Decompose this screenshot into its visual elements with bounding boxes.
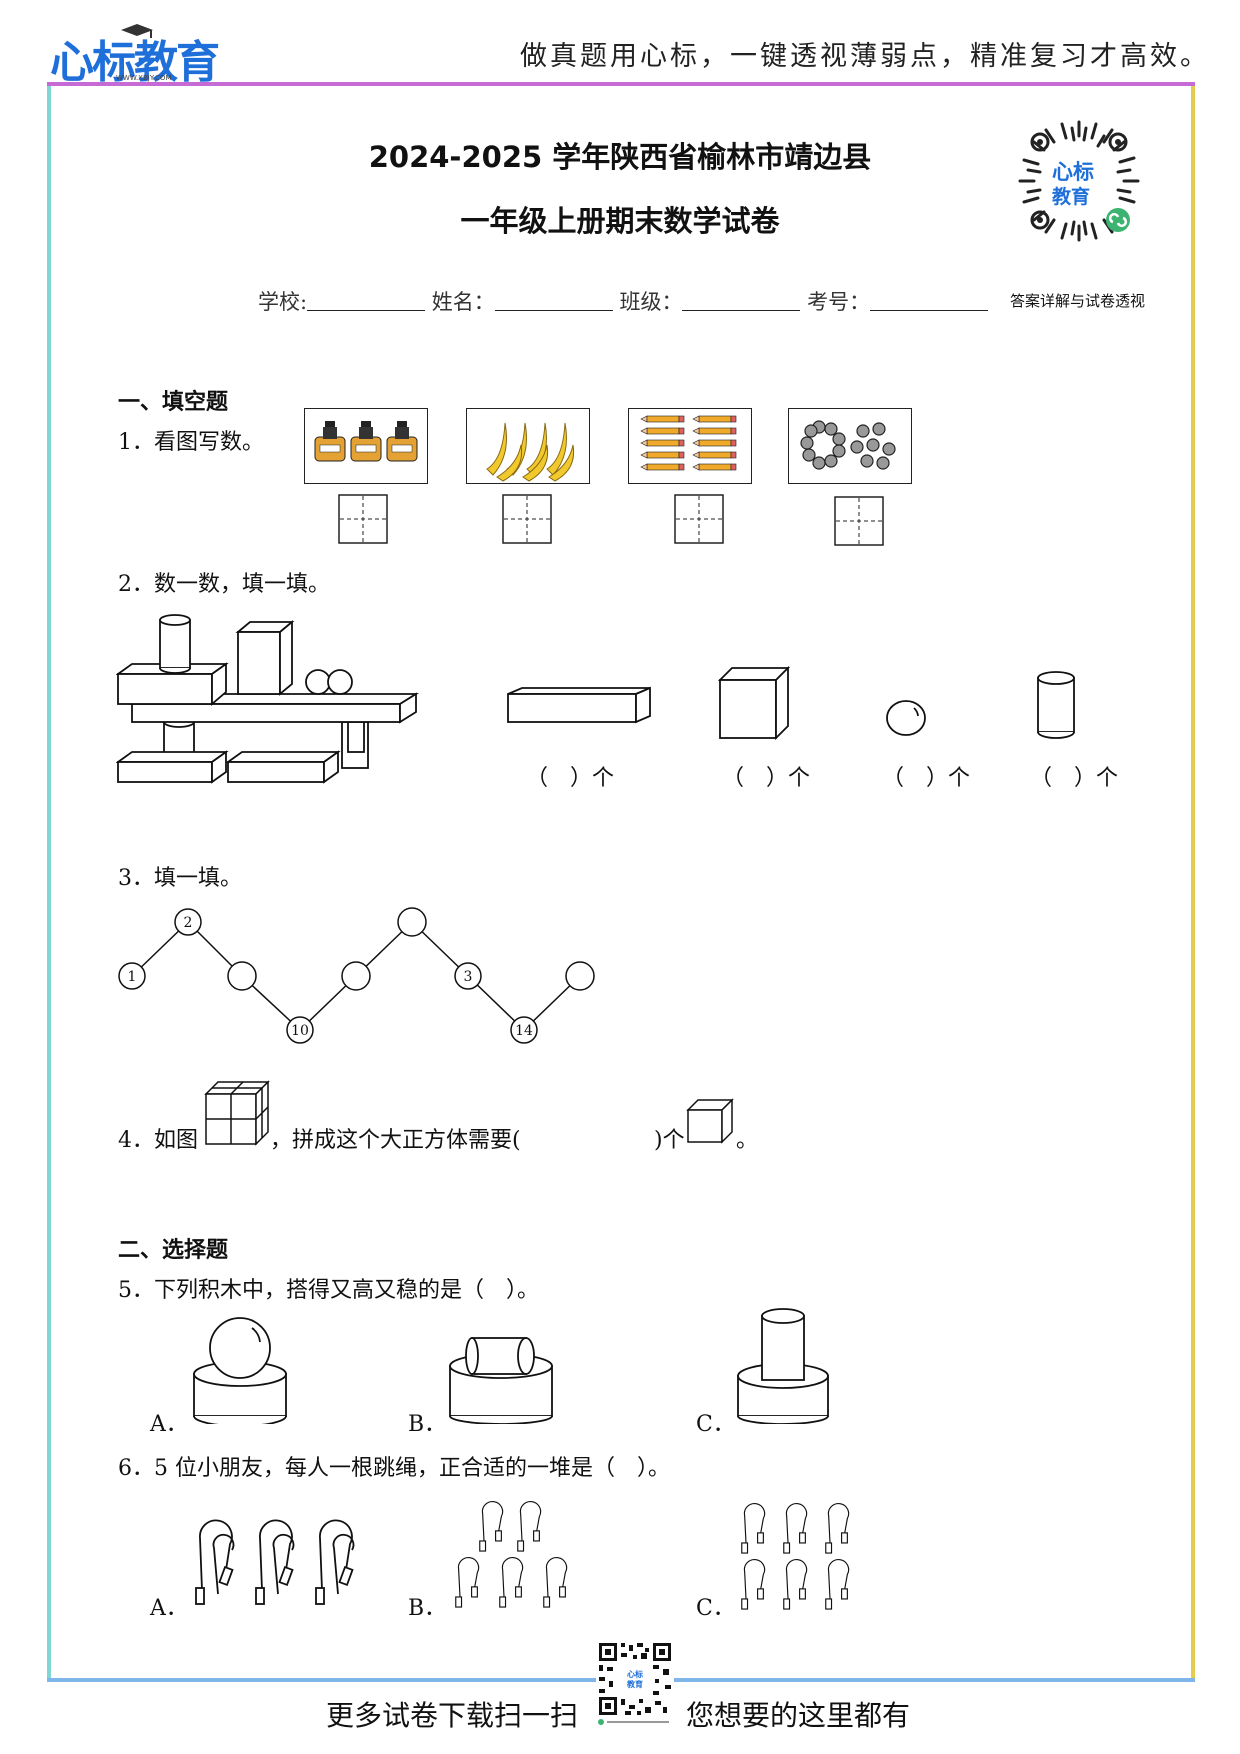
q2-blank-sphere[interactable]: （ ）个	[882, 766, 971, 791]
q5-option-b-label[interactable]: B．	[408, 1412, 447, 1437]
q3-number-zigzag: 1 2 10 3 14	[112, 900, 602, 1054]
q2-sphere	[884, 698, 928, 742]
qr-badge-line2: 教育	[1052, 186, 1091, 208]
q3-node-blank-b[interactable]	[341, 961, 371, 991]
footer-qr-badge-line2: 教育	[626, 1679, 643, 1689]
q4-text-end: 。	[736, 1128, 759, 1153]
q5-option-c-figure[interactable]	[734, 1306, 832, 1428]
left-rule	[47, 86, 51, 1681]
q1-answer-box-3[interactable]	[674, 494, 724, 548]
footer-qr-badge-line1: 心标	[627, 1669, 643, 1679]
field-name-label: 姓名：	[431, 290, 495, 314]
q2-text: 2．数一数，填一填。	[118, 572, 330, 597]
q1-picture-bananas	[466, 408, 590, 484]
field-id-blank[interactable]	[870, 292, 989, 311]
exam-title-line2: 一年级上册期末数学试卷	[460, 204, 780, 238]
exam-title-line1: 2024-2025 学年陕西省榆林市靖边县	[368, 140, 872, 174]
q3-node-14	[510, 1016, 538, 1044]
top-rule	[47, 82, 1195, 86]
q2-cuboid	[504, 686, 654, 740]
q3-label-3: 3	[464, 969, 473, 985]
qr-badge-line1: 心标	[1052, 160, 1094, 184]
slogan: 做真题用心标，一键透视薄弱点，精准复习才高效。	[520, 41, 1210, 72]
q5-option-c-label[interactable]: C．	[696, 1412, 735, 1437]
q1-picture-beads	[788, 408, 912, 484]
q1-answer-box-4[interactable]	[834, 496, 884, 550]
q4-small-cube	[686, 1098, 736, 1148]
q1-picture-pencils	[628, 408, 752, 484]
q3-node-10	[286, 1016, 314, 1044]
q5-text: 5．下列积木中，搭得又高又稳的是（ ）。	[118, 1278, 539, 1303]
q6-option-a-ropes[interactable]	[188, 1498, 374, 1612]
q3-text: 3．填一填。	[118, 866, 242, 891]
q6-option-c-label[interactable]: C．	[696, 1596, 735, 1621]
q4-big-cube	[204, 1080, 270, 1150]
q3-node-1	[118, 962, 146, 990]
graduation-cap-icon	[121, 24, 153, 38]
q6-option-b-ropes[interactable]	[448, 1492, 588, 1616]
q2-blank-cube[interactable]: （ ）个	[722, 766, 811, 791]
mini-program-code-icon	[1018, 120, 1140, 242]
q3-label-10: 10	[291, 1023, 309, 1039]
q4-text-prefix: 4．如图	[118, 1128, 198, 1153]
section2-heading: 二、选择题	[118, 1238, 229, 1263]
q3-node-blank-c[interactable]	[397, 907, 427, 937]
q5-option-a-label[interactable]: A．	[150, 1412, 188, 1437]
q3-node-3	[454, 962, 482, 990]
logo: 心标教育 WWW.XBJY.COM	[50, 24, 220, 90]
q4-answer-blank[interactable]	[560, 1120, 656, 1150]
field-school-blank[interactable]	[307, 292, 426, 311]
right-rule	[1191, 86, 1195, 1681]
q3-label-1: 1	[128, 969, 137, 985]
q1-answer-box-1[interactable]	[338, 494, 388, 548]
q6-option-c-ropes[interactable]	[736, 1494, 866, 1618]
q3-label-14: 14	[515, 1023, 533, 1039]
qr-code[interactable]: 心标 教育	[1016, 118, 1142, 244]
q1-answer-box-2[interactable]	[502, 494, 552, 548]
q5-option-b-figure[interactable]	[446, 1328, 556, 1428]
q6-option-b-label[interactable]: B．	[408, 1596, 447, 1621]
q4-text-mid: ，拼成这个大正方体需要(	[270, 1128, 521, 1153]
q2-cylinder	[1034, 670, 1078, 744]
footer-right-text: 您想要的这里都有	[686, 1699, 911, 1732]
field-id-label: 考号：	[807, 290, 871, 314]
field-school-label: 学校:	[258, 290, 308, 314]
q1-text: 1．看图写数。	[118, 430, 264, 455]
section1-heading: 一、填空题	[118, 390, 229, 415]
q2-blank-cylinder[interactable]: （ ）个	[1030, 766, 1119, 791]
answer-note[interactable]: 答案详解与试卷透视	[1010, 292, 1146, 310]
logo-url: WWW.XBJY.COM	[116, 74, 172, 82]
field-name-blank[interactable]	[494, 292, 613, 311]
q3-node-2	[174, 908, 202, 936]
info-fields: 学校: 姓名： 班级： 考号：	[258, 286, 989, 316]
q5-option-a-figure[interactable]	[190, 1312, 290, 1428]
q2-block-structure	[115, 612, 426, 796]
q3-node-blank-d[interactable]	[565, 961, 595, 991]
q6-text: 6．5 位小朋友，每人一根跳绳，正合适的一堆是（ ）。	[118, 1456, 670, 1481]
q2-cube	[716, 664, 792, 746]
q1-picture-weights	[304, 408, 428, 484]
qr-code-icon: 心标 教育	[596, 1640, 674, 1725]
footer-qr-code[interactable]: 心标 教育	[596, 1640, 674, 1726]
field-class-blank[interactable]	[682, 292, 801, 311]
q3-node-blank-a[interactable]	[227, 961, 257, 991]
q3-label-2: 2	[184, 915, 193, 931]
footer-left-text: 更多试卷下载扫一扫	[326, 1699, 579, 1732]
q6-option-a-label[interactable]: A．	[150, 1596, 188, 1621]
field-class-label: 班级：	[619, 290, 683, 314]
q2-blank-cuboid[interactable]: （ ）个	[526, 766, 615, 791]
logo-text: 心标教育	[50, 37, 220, 88]
q4-text-suffix: )个	[654, 1128, 685, 1153]
